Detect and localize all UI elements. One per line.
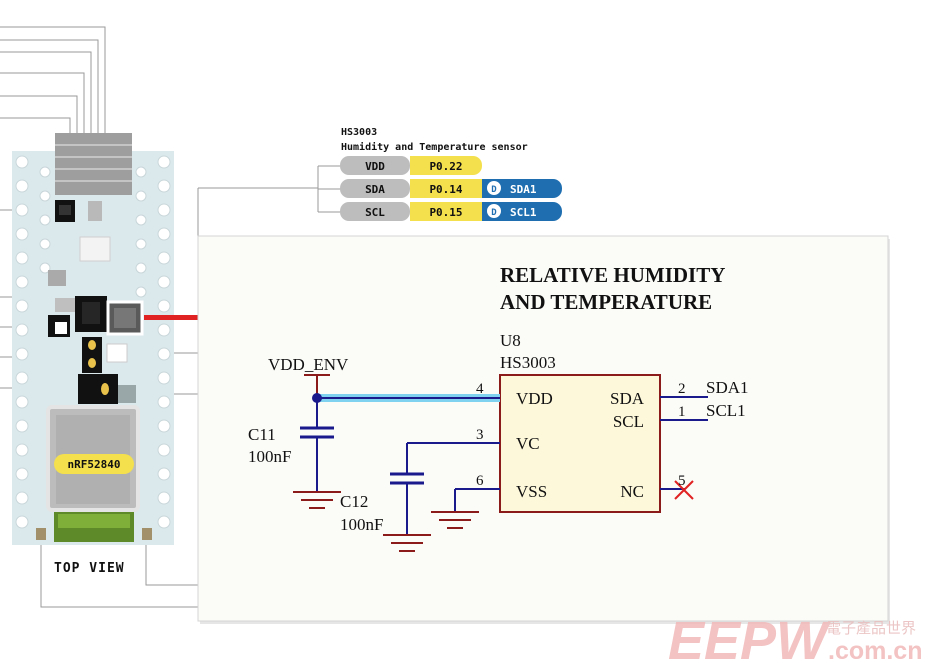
sensor-title: HS3003 [341, 127, 377, 138]
watermark-domain: .com.cn [828, 637, 922, 663]
pin-num-5: 5 [678, 473, 686, 489]
cap-value-c11: 100nF [248, 447, 291, 466]
watermark: EEPW 電子產品世界 .com.cn [668, 611, 922, 663]
pin-label-nc: NC [620, 482, 644, 501]
part-number: HS3003 [500, 353, 556, 372]
no-connect-icon [674, 480, 694, 500]
func-badge-sda: D [491, 185, 497, 195]
schematic-heading-1: RELATIVE HUMIDITY [500, 263, 725, 287]
pin-label-sda: SDA [610, 389, 645, 408]
cap-value-c12: 100nF [340, 515, 383, 534]
junction-dot [312, 393, 322, 403]
pin-num-3: 3 [476, 427, 484, 443]
supply-net-label: VDD_ENV [268, 355, 349, 374]
pin-port-vdd: P0.22 [429, 160, 462, 173]
pin-num-2: 2 [678, 381, 686, 397]
watermark-cn: 電子產品世界 [826, 619, 916, 637]
pin-table: VDD P0.22 SDA P0.14 D SDA1 SCL P0.15 D S… [340, 156, 562, 221]
pin-port-sda: P0.14 [429, 183, 462, 196]
watermark-logo: EEPW [668, 611, 831, 663]
ic-body [499, 374, 661, 513]
pin-label-vdd: VDD [516, 389, 553, 408]
chip-label: nRF52840 [68, 458, 121, 471]
pin-label-vc: VC [516, 434, 540, 453]
cap-ref-c11: C11 [248, 425, 276, 444]
pin-num-1: 1 [678, 404, 686, 420]
pin-func-scl: SCL1 [510, 206, 537, 219]
pin-label-scl: SCL [613, 412, 644, 431]
view-label: TOP VIEW [54, 561, 125, 576]
cap-ref-c12: C12 [340, 492, 368, 511]
pin-num-4: 4 [476, 381, 484, 397]
net-label-scl1: SCL1 [706, 401, 746, 420]
pin-num-6: 6 [476, 473, 484, 489]
pin-port-scl: P0.15 [429, 206, 462, 219]
sensor-subtitle: Humidity and Temperature sensor [341, 141, 528, 153]
pin-label-vss: VSS [516, 482, 547, 501]
callout-marker [144, 315, 199, 320]
pin-name-scl: SCL [365, 206, 385, 219]
arduino-board: nRF52840 [12, 133, 199, 545]
chip-label-pill [54, 454, 134, 474]
pin-name-sda: SDA [365, 183, 385, 196]
usb-connector [55, 133, 132, 195]
ground-icon [293, 491, 479, 552]
func-badge-scl: D [491, 208, 497, 218]
schematic-heading-2: AND TEMPERATURE [500, 290, 712, 314]
pin-name-vdd: VDD [365, 160, 385, 173]
pin-func-sda: SDA1 [510, 183, 537, 196]
header-pads [15, 155, 171, 529]
part-ref: U8 [500, 331, 521, 350]
net-label-sda1: SDA1 [706, 378, 749, 397]
